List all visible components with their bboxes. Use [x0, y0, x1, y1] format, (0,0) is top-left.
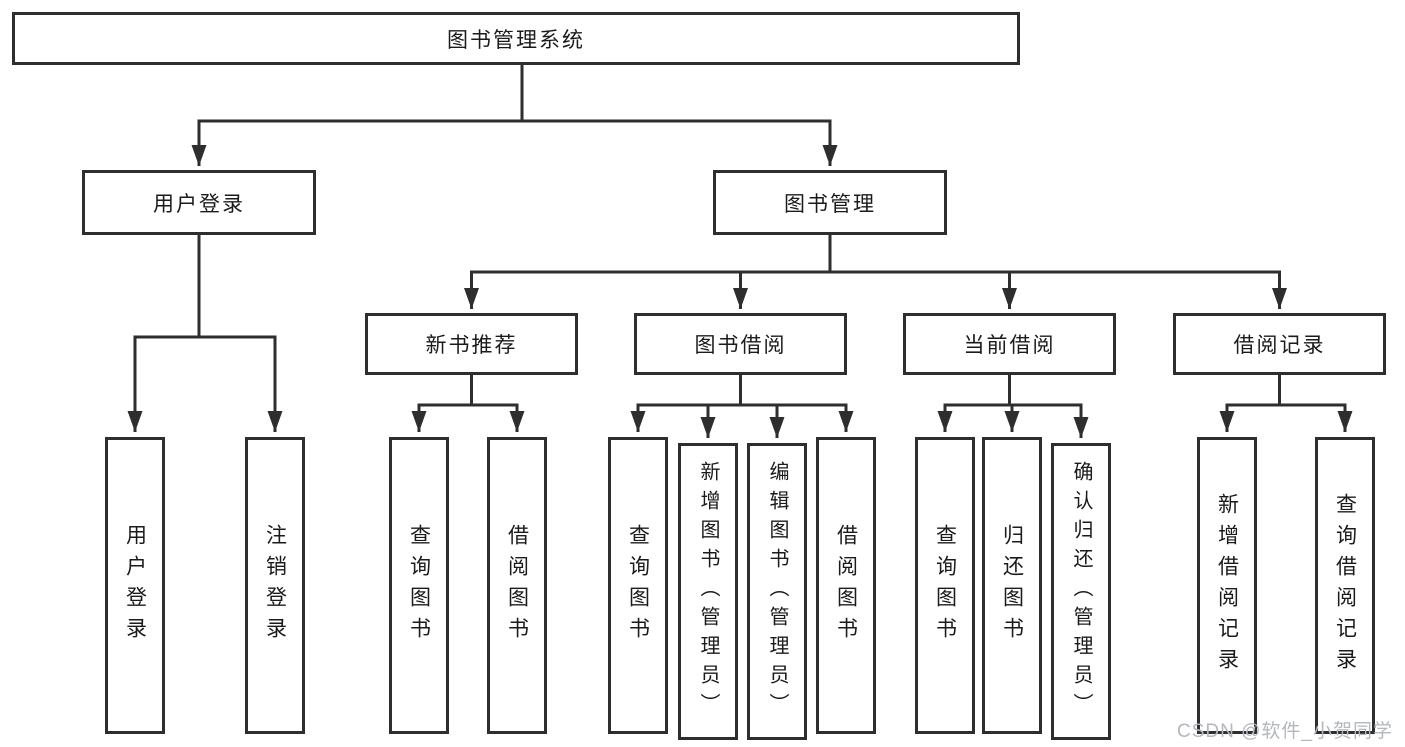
node-label: 注销登录 [263, 523, 287, 648]
node-label: 归还图书 [1000, 523, 1024, 648]
leaf-query-books-recommend: 查询图书 [389, 437, 449, 734]
node-label: 图书管理系统 [447, 28, 585, 52]
connector-book-borrow-to-leaves [630, 375, 854, 438]
leaf-edit-book-admin: 编辑图书（管理员） [747, 443, 807, 740]
leaf-query-books-borrow: 查询图书 [608, 437, 668, 734]
connector-current-borrow-to-leaves [937, 375, 1089, 438]
leaf-return-book: 归还图书 [982, 437, 1042, 734]
node-label: 新增借阅记录 [1215, 492, 1239, 679]
node-label: 图书管理 [784, 192, 876, 216]
leaf-user-login: 用户登录 [105, 437, 165, 734]
leaf-logout: 注销登录 [245, 437, 305, 734]
node-current-borrow: 当前借阅 [903, 313, 1116, 375]
node-label: 新书推荐 [425, 334, 518, 357]
node-borrow-records: 借阅记录 [1173, 313, 1386, 375]
leaf-add-borrow-record: 新增借阅记录 [1197, 437, 1257, 734]
node-label: 查询图书 [626, 523, 650, 648]
connector-new-book-recommend-to-leaves [411, 375, 525, 432]
node-label: 用户登录 [123, 523, 147, 648]
node-new-book-recommend: 新书推荐 [365, 313, 578, 375]
node-label: 查询借阅记录 [1333, 492, 1357, 679]
node-library-system-root: 图书管理系统 [12, 12, 1020, 65]
leaf-query-borrow-record: 查询借阅记录 [1315, 437, 1375, 734]
leaf-borrow-books: 借阅图书 [816, 437, 876, 734]
node-label: 借阅图书 [505, 523, 529, 648]
node-label: 查询图书 [407, 523, 431, 648]
node-label: 确认归还（管理员） [1070, 461, 1092, 722]
connector-user-login-to-leaves [127, 235, 283, 432]
node-label: 借阅图书 [834, 523, 858, 648]
node-label: 图书借阅 [694, 334, 787, 357]
node-label: 新增图书（管理员） [697, 461, 719, 722]
leaf-confirm-return-admin: 确认归还（管理员） [1051, 443, 1111, 740]
leaf-borrow-books-recommend: 借阅图书 [487, 437, 547, 734]
connector-book-management-to-level3 [464, 235, 1287, 309]
node-label: 用户登录 [153, 192, 245, 216]
leaf-add-book-admin: 新增图书（管理员） [678, 443, 738, 740]
connector-root-to-level2 [191, 65, 838, 166]
node-label: 查询图书 [933, 523, 957, 648]
node-label: 当前借阅 [963, 334, 1056, 357]
node-label: 借阅记录 [1233, 334, 1326, 357]
node-book-borrow: 图书借阅 [634, 313, 847, 375]
leaf-query-books-current: 查询图书 [915, 437, 975, 734]
connector-borrow-records-to-leaves [1219, 375, 1353, 432]
watermark: CSDN @软件_小贺同学 [1177, 721, 1393, 742]
node-book-management: 图书管理 [713, 170, 947, 235]
node-label: 编辑图书（管理员） [766, 461, 788, 722]
node-user-login: 用户登录 [82, 170, 316, 235]
